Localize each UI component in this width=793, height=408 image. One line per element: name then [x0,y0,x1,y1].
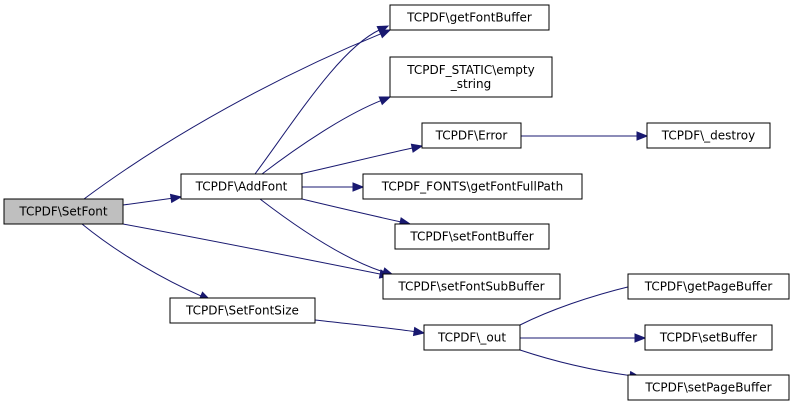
edge-out-to-setpagebuffer [519,349,642,381]
node-box[interactable] [627,374,790,401]
arrowhead [634,333,647,343]
node-error[interactable]: TCPDF\Error [421,122,522,149]
node-box[interactable] [423,324,521,351]
arrowhead [410,143,424,153]
node-box[interactable] [169,297,316,324]
arrowhead [412,326,426,337]
edge-line [122,223,382,275]
edge-setfont-to-setfontsubbuffer [122,223,392,279]
arrowhead [636,131,649,141]
edge-line [254,29,381,175]
node-setfontsubbuffer[interactable]: TCPDF\setFontSubBuffer [382,273,561,300]
edge-line [259,198,385,273]
edges-layer [81,25,649,381]
edge-addfont-to-emptystring [261,96,392,175]
edge-line [519,285,632,326]
node-box[interactable] [627,273,790,300]
node-label: TCPDF\setPageBuffer [644,381,771,395]
node-box[interactable] [394,223,550,250]
edge-line [314,319,416,333]
node-out[interactable]: TCPDF\_out [423,324,521,351]
edge-line [299,147,414,175]
node-destroy[interactable]: TCPDF\_destroy [646,122,771,149]
node-label: TCPDF\Error [435,129,508,143]
edge-setfont-to-setfontsize [81,223,212,301]
edge-setfont-to-addfont [122,193,183,206]
node-label: TCPDF_FONTS\getFontFullPath [381,180,563,194]
edge-addfont-to-setfontbuffer [301,198,412,227]
node-setfontsize[interactable]: TCPDF\SetFontSize [169,297,316,324]
node-setbuffer[interactable]: TCPDF\setBuffer [644,324,773,351]
node-label: TCPDF_STATIC\empty [406,63,534,77]
edge-line [83,32,382,200]
edge-error-to-destroy [521,131,649,141]
arrowhead [378,96,392,106]
node-label: TCPDF\setFontBuffer [409,230,533,244]
node-setfontbuffer[interactable]: TCPDF\setFontBuffer [394,223,550,250]
node-label: TCPDF\AddFont [195,180,288,194]
arrowhead [352,182,365,192]
node-label: TCPDF\_destroy [661,129,756,143]
edge-line [261,99,382,175]
edge-addfont-to-error [299,143,424,175]
edge-out-to-setbuffer [519,333,647,343]
edge-line [81,223,202,297]
node-label: TCPDF\setBuffer [659,331,757,345]
node-box[interactable] [3,198,124,225]
node-getfontbuffer[interactable]: TCPDF\getFontBuffer [389,4,550,31]
node-box[interactable] [389,56,553,98]
node-label: TCPDF\getFontBuffer [406,11,532,25]
node-box[interactable] [644,324,773,351]
nodes-layer: TCPDF\SetFont TCPDF\AddFontTCPDF\SetFontS… [3,4,790,401]
node-label: TCPDF\SetFont [18,205,108,219]
arrowhead [376,25,390,35]
node-getfontfullpath[interactable]: TCPDF_FONTS\getFontFullPath [362,173,583,200]
edge-addfont-to-getfontfullpath [301,182,365,192]
edge-setfontsize-to-out [314,319,426,337]
node-getpagebuffer[interactable]: TCPDF\getPageBuffer [627,273,790,300]
node-box[interactable] [421,122,522,149]
node-label: TCPDF\SetFontSize [185,304,299,318]
arrowhead [169,193,183,204]
edge-line [122,197,173,206]
node-emptystring[interactable]: TCPDF_STATIC\empty_string [389,56,553,98]
node-label: TCPDF\getPageBuffer [644,280,773,294]
node-box[interactable] [646,122,771,149]
node-label: _string [450,77,491,91]
node-box[interactable] [180,173,303,200]
edge-line [519,349,632,377]
node-box[interactable] [389,4,550,31]
edge-addfont-to-getfontbuffer [254,25,390,175]
edge-line [301,198,402,223]
node-addfont[interactable]: TCPDF\AddFont [180,173,303,200]
node-setpagebuffer[interactable]: TCPDF\setPageBuffer [627,374,790,401]
node-box[interactable] [362,173,583,200]
node-label: TCPDF\_out [437,331,506,345]
edge-addfont-to-setfontsubbuffer [259,198,395,277]
node-label: TCPDF\setFontSubBuffer [397,280,544,294]
node-setfont[interactable]: TCPDF\SetFont [3,198,124,225]
node-box[interactable] [382,273,561,300]
